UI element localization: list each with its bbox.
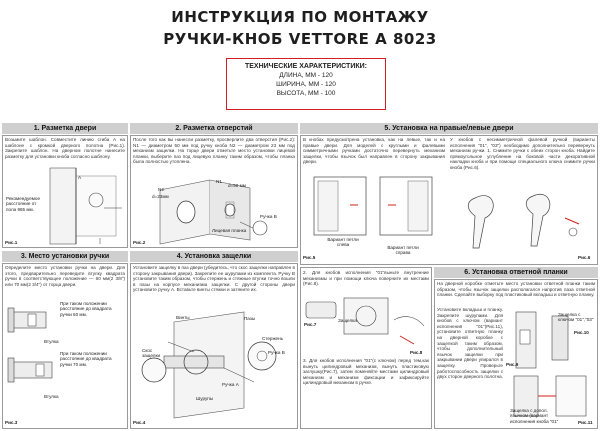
cylinder-mechanism-drawing	[305, 297, 425, 345]
section-1-header: 1. Разметка двери	[2, 123, 128, 134]
section-5-fig5-label: Рис.5	[303, 255, 316, 260]
section-4	[130, 263, 298, 429]
section-4-label-screws-bottom: Шурупы	[196, 396, 214, 401]
section-2-label-d50: d=50 мм	[228, 183, 246, 188]
door-hinge-variants-drawing	[313, 176, 433, 236]
drilling-holes-drawing	[159, 179, 268, 245]
page-title-line1: ИНСТРУКЦИЯ ПО МОНТАЖУ	[171, 8, 429, 26]
section-5-text-step2: 2. Для кнобов исполнения "01"выньте внут…	[303, 270, 429, 287]
section-6-header: 6. Установка ответной планки	[434, 267, 598, 278]
specs-height: ВЫСОТА, ММ - 100	[276, 90, 336, 97]
section-1	[2, 135, 128, 248]
section-4-header: 4. Установка защелки	[130, 251, 298, 262]
section-1-text: Возьмите шаблон. Совместите линию сгиба …	[5, 137, 125, 159]
section-6-caption-fig9: Защелка с ключом "01","03"	[558, 312, 594, 323]
section-3-header: 3. Место установки ручки	[2, 251, 128, 262]
section-3-sleeve-label-2: Втулка	[44, 394, 59, 399]
section-4-label-knob-a: Ручка A	[222, 382, 239, 387]
section-3	[2, 263, 128, 429]
section-2-fig-label: Рис.2	[133, 240, 146, 245]
specs-width: ШИРИНА, ММ - 120	[276, 81, 336, 88]
section-4-label-rod: Стержень	[262, 336, 284, 341]
section-5-text-step3: 3. Для кнобов исполнения "01"(с ключом) …	[303, 358, 429, 386]
section-2-text: После того как вы нанесли разметку, прос…	[133, 137, 295, 165]
section-1-label-a: А	[78, 175, 82, 180]
section-5-header: 5. Установка на правые/левые двери	[300, 123, 598, 134]
section-6-fig11-label: Рис.11	[578, 420, 593, 425]
section-3-caption-70: При таком положении расстояние до квадра…	[60, 351, 112, 367]
section-4-label-knob-b: Ручка B	[268, 350, 285, 355]
strike-plate-drawing	[513, 311, 587, 417]
section-2-label-n1: N1	[216, 179, 222, 184]
section-1-side-note: Рекомендуемое расстояние от пола 965 мм.	[6, 196, 41, 212]
section-4-label-bevel: Скос защелки	[142, 348, 161, 359]
section-2-label-plate: Лицевая планка	[212, 228, 247, 233]
latch-70mm-drawing	[7, 357, 53, 383]
section-5-caption-right: Вариант петли справа	[387, 245, 419, 256]
section-4-label-grooves: Пазы	[244, 316, 256, 321]
section-5-caption-left: Вариант петли слева	[327, 237, 359, 248]
latch-install-drawing	[141, 311, 277, 419]
section-1-fig-label: Рис.1	[5, 240, 18, 245]
section-2	[130, 135, 298, 248]
page-title-line2: РУЧКИ-КНОБ VETTORE A 8023	[163, 30, 437, 48]
section-6	[434, 279, 598, 429]
section-5-fig6-label: Рис.6	[578, 255, 591, 260]
section-6-caption-fig11: Защелка с допол. язычком (вариант исполн…	[510, 408, 559, 424]
latch-60mm-drawing	[7, 307, 47, 333]
section-5-text-right: У кнобов с несимметричной фалевой ручкой…	[450, 137, 595, 170]
section-5-label-latch: Защелка	[338, 318, 357, 323]
section-2-header: 2. Разметка отверстий	[130, 123, 298, 134]
section-5-text-left: В кнобах предусмотрена установка, как на…	[303, 137, 445, 165]
specs-box: ТЕХНИЧЕСКИЕ ХАРАКТЕРИСТИКИ: ДЛИНА, ММ - …	[226, 58, 386, 110]
section-4-fig-label: Рис.4	[133, 420, 146, 425]
section-5-top	[300, 135, 598, 265]
door-template-drawing	[49, 167, 122, 245]
section-5-fig7-label: Рис.7	[304, 322, 317, 327]
section-6-fig10-label: Рис.10	[574, 330, 589, 335]
section-6-fig9-label: Рис.9	[506, 362, 519, 367]
section-4-text: Установите защелку в паз двери (убедитес…	[133, 265, 295, 293]
section-4-label-screws-top: Винты	[176, 315, 190, 320]
section-2-label-d23: d=23мм	[152, 194, 169, 199]
section-2-label-knob: Ручка В	[260, 214, 277, 219]
section-5-bottom	[300, 267, 432, 429]
section-5-fig8-label: Рис.8	[410, 350, 423, 355]
section-6-text: На дверной коробке отметьте место устано…	[437, 281, 595, 298]
specs-length: ДЛИНА, ММ - 120	[279, 72, 333, 79]
section-3-sleeve-label-1: Втулка	[44, 339, 59, 344]
lever-handle-drawing	[467, 193, 580, 249]
specs-heading: ТЕХНИЧЕСКИЕ ХАРАКТЕРИСТИКИ:	[244, 63, 367, 70]
section-2-label-n2: N2	[158, 187, 164, 192]
section-3-caption-60: При таком положении расстояние до квадра…	[60, 301, 112, 317]
section-3-text: Определите место установки ручки на двер…	[5, 265, 125, 287]
section-6-text-2: Установите вкладыш и планку. Закрепите ш…	[437, 307, 503, 380]
section-3-fig-label: Рис.3	[5, 420, 18, 425]
